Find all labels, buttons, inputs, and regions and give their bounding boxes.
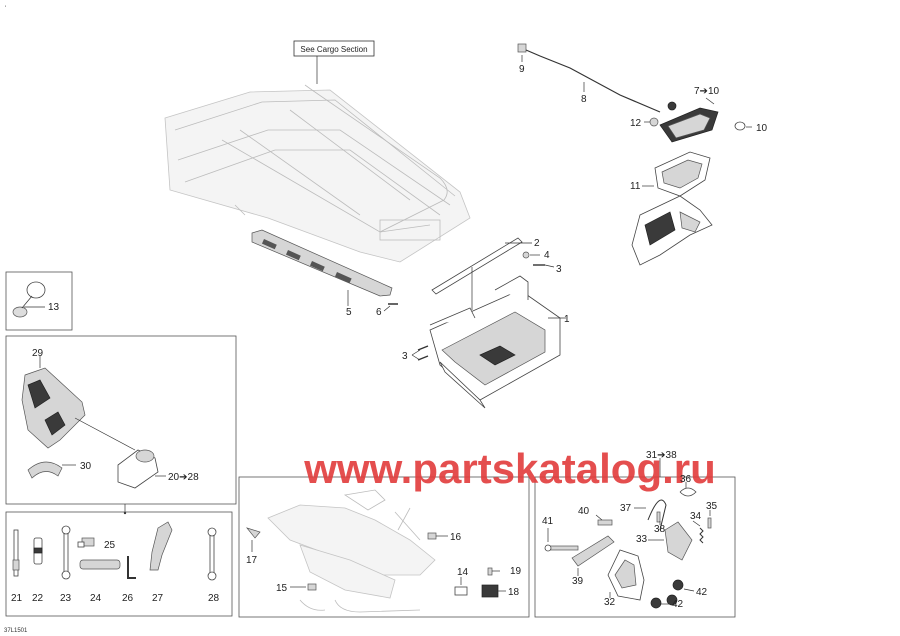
tool-21 <box>12 529 20 577</box>
part-41-bolt <box>544 528 579 552</box>
part-8-wiring-harness <box>525 49 661 113</box>
callout-labels: 1 2 3 3 4 5 6 7➔10 8 9 10 11 12 13 14 15… <box>11 64 768 610</box>
box-decals <box>238 476 530 618</box>
tool-22 <box>33 537 43 565</box>
tool-26-hex-key <box>127 556 136 579</box>
callout-12: 12 <box>630 118 642 129</box>
callout-41: 41 <box>542 516 554 527</box>
part-40-bolt <box>595 514 613 526</box>
callout-35: 35 <box>706 501 718 512</box>
part-34-spring <box>692 520 704 544</box>
callout-10: 10 <box>756 123 768 134</box>
sled-outline <box>267 489 436 613</box>
tool-23-wrench <box>61 525 71 580</box>
part-15-decal <box>290 583 317 591</box>
part-38-pin <box>656 511 661 525</box>
callout-42-upper: 42 <box>696 587 708 598</box>
callout-18: 18 <box>508 587 520 598</box>
callout-37: 37 <box>620 503 632 514</box>
part-3-screw-right <box>533 264 555 268</box>
box-tool-kit <box>5 335 237 515</box>
watermark: www.partskatalog.ru <box>303 445 716 492</box>
callout-38: 38 <box>654 524 666 535</box>
tool-25 <box>77 537 95 548</box>
callout-36: 36 <box>680 474 692 485</box>
callout-26: 26 <box>122 593 134 604</box>
part-4-nut <box>522 251 540 259</box>
callout-24: 24 <box>90 593 102 604</box>
callout-22: 22 <box>32 593 44 604</box>
callout-2: 2 <box>534 238 540 249</box>
callout-13: 13 <box>48 302 60 313</box>
part-36-clip <box>679 482 697 497</box>
callout-8: 8 <box>581 94 587 105</box>
callout-19: 19 <box>510 566 522 577</box>
callout-25: 25 <box>104 540 116 551</box>
part-1-rear-bumper <box>429 275 566 409</box>
part-7-10-taillight-assembly <box>659 97 719 143</box>
see-cargo-section-note: See Cargo Section <box>293 40 375 84</box>
callout-29: 29 <box>32 348 44 359</box>
part-18-plate <box>481 584 506 598</box>
part-6-screw <box>383 303 398 312</box>
callout-32: 32 <box>604 597 616 608</box>
part-14-plate <box>454 577 468 596</box>
tool-28-wrench <box>207 527 217 581</box>
part-32-hitch-bracket <box>607 549 645 601</box>
part-12-bulb-socket <box>644 101 677 127</box>
callout-15: 15 <box>276 583 288 594</box>
cargo-rack-outline <box>164 84 471 263</box>
callout-3-right: 3 <box>556 264 562 275</box>
callout-14: 14 <box>457 567 469 578</box>
part-3-screws-left <box>411 345 429 361</box>
callout-40: 40 <box>578 506 590 517</box>
callout-16: 16 <box>450 532 462 543</box>
part-10-bulb <box>734 121 752 131</box>
part-5-reflector-strip <box>251 229 393 306</box>
part-35-pin <box>707 510 712 529</box>
box-part-13 <box>5 271 73 331</box>
callout-21: 21 <box>11 593 23 604</box>
part-2-bracket <box>431 237 532 310</box>
callout-31: 31➔38 <box>646 450 677 461</box>
callout-11: 11 <box>630 181 641 192</box>
note-text: See Cargo Section <box>300 45 367 54</box>
part-33-hook <box>648 521 693 561</box>
callout-9: 9 <box>519 64 525 75</box>
part-19-screw <box>487 567 500 576</box>
part-42-nuts <box>650 579 695 609</box>
callout-27: 27 <box>152 593 164 604</box>
callout-5: 5 <box>346 307 352 318</box>
corner-tick: ' <box>5 6 6 12</box>
callout-33: 33 <box>636 534 648 545</box>
part-9-connector <box>517 43 527 62</box>
callout-30: 30 <box>80 461 92 472</box>
tool-27 <box>149 521 173 571</box>
callout-6: 6 <box>376 307 382 318</box>
callout-34: 34 <box>690 511 702 522</box>
part-17-decal <box>246 527 261 552</box>
box-hitch <box>534 458 736 618</box>
part-16-decal <box>427 532 448 540</box>
box-tools <box>5 511 233 617</box>
callout-42-lower: 42 <box>672 599 684 610</box>
part-11-taillight-housing <box>631 151 713 266</box>
drawing-code: 37L1501 <box>4 628 28 634</box>
callout-17: 17 <box>246 555 258 566</box>
callout-3-left: 3 <box>402 351 408 362</box>
part-39-plate <box>571 535 615 576</box>
callout-20: 20➔28 <box>168 472 199 483</box>
tool-24 <box>79 559 121 570</box>
callout-1: 1 <box>564 314 570 325</box>
callout-23: 23 <box>60 593 72 604</box>
part-37-pin <box>634 499 667 531</box>
callout-4: 4 <box>544 250 550 261</box>
callout-28: 28 <box>208 593 220 604</box>
callout-7: 7➔10 <box>694 86 720 97</box>
callout-39: 39 <box>572 576 584 587</box>
